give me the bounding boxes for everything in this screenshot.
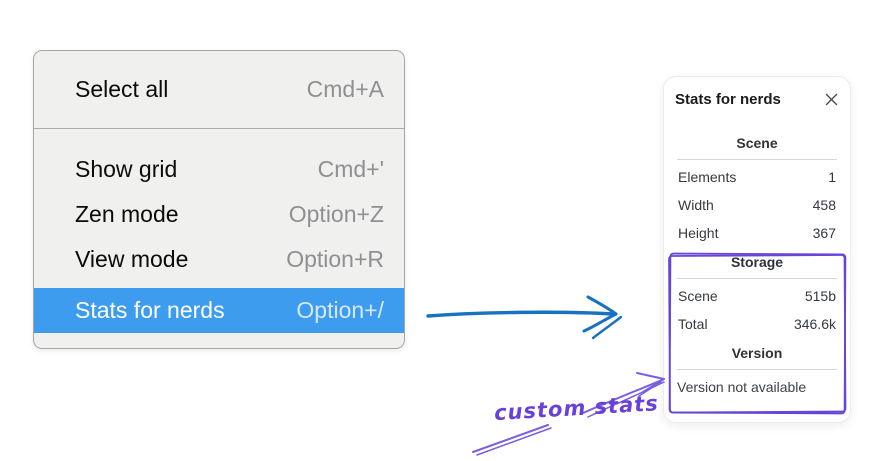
custom-stats-annotation: custom stats <box>493 391 660 426</box>
menu-item-label: Show grid <box>75 156 178 182</box>
section-heading: Scene <box>736 135 778 151</box>
stats-section-version: Version Version not available <box>675 344 839 396</box>
stats-panel: Stats for nerds Scene Elements 1 Width 4… <box>663 76 851 423</box>
section-divider <box>677 278 837 279</box>
stat-row: Scene 515b <box>675 288 839 305</box>
stats-panel-title: Stats for nerds <box>675 90 781 108</box>
close-icon-glyph <box>825 93 837 105</box>
section-divider <box>677 159 837 160</box>
context-menu: Select all Cmd+A Show grid Cmd+' Zen mod… <box>33 50 405 349</box>
section-rows: Elements 1 Width 458 Height 367 <box>675 169 839 242</box>
stat-value: 458 <box>812 197 836 213</box>
section-heading: Version <box>731 345 783 361</box>
section-divider <box>677 369 837 370</box>
stat-label: Total <box>678 316 708 332</box>
menu-item-zen-mode[interactable]: Zen mode Option+Z <box>34 192 404 237</box>
menu-item-label: Zen mode <box>75 201 179 227</box>
menu-item-label: View mode <box>75 246 189 272</box>
stats-section-scene: Scene Elements 1 Width 458 Height 367 <box>675 134 839 242</box>
menu-separator <box>34 128 404 129</box>
menu-item-shortcut: Option+/ <box>296 297 384 323</box>
stat-label: Scene <box>678 288 718 304</box>
stat-label: Elements <box>678 169 737 185</box>
stat-value: 346.6k <box>793 316 836 332</box>
menu-item-shortcut: Cmd+A <box>306 76 384 102</box>
stat-value: 367 <box>812 225 836 241</box>
menu-item-shortcut: Option+R <box>286 246 384 272</box>
stat-row: Elements 1 <box>675 169 839 186</box>
menu-item-shortcut: Cmd+' <box>317 156 384 182</box>
stats-section-storage: Storage Scene 515b Total 346.6k <box>675 253 839 333</box>
menu-item-view-mode[interactable]: View mode Option+R <box>34 237 404 282</box>
menu-item-show-grid[interactable]: Show grid Cmd+' <box>34 147 404 192</box>
stat-value: 1 <box>828 169 836 185</box>
menu-item-shortcut: Option+Z <box>288 201 384 227</box>
menu-item-stats-for-nerds[interactable]: Stats for nerds Option+/ <box>34 288 404 333</box>
close-icon[interactable] <box>823 91 839 107</box>
menu-item-select-all[interactable]: Select all Cmd+A <box>34 67 404 112</box>
stat-value: 515b <box>804 288 836 304</box>
version-note: Version not available <box>677 379 807 395</box>
stats-panel-header: Stats for nerds <box>675 89 839 109</box>
menu-item-label: Stats for nerds <box>75 297 225 323</box>
stat-label: Height <box>678 225 719 241</box>
stat-row: Width 458 <box>675 197 839 214</box>
section-heading: Storage <box>730 254 784 270</box>
stat-row: Height 367 <box>675 225 839 242</box>
stat-row: Total 346.6k <box>675 316 839 333</box>
stat-label: Width <box>678 197 714 213</box>
menu-item-label: Select all <box>75 76 169 102</box>
purple-arrow <box>472 372 665 456</box>
blue-arrow <box>426 295 623 340</box>
section-rows: Scene 515b Total 346.6k <box>675 288 839 333</box>
